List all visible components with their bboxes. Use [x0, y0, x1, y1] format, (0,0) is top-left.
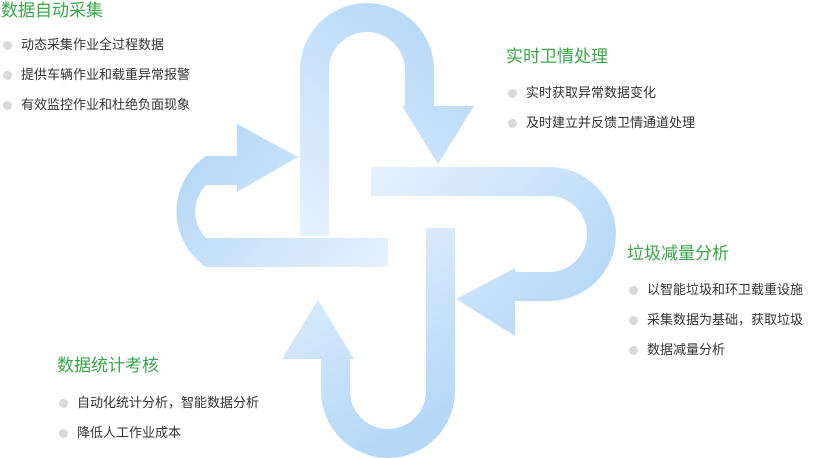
- top-loop-arrow: [300, 3, 474, 236]
- list-item: 提供车辆作业和载重异常报警: [3, 68, 190, 98]
- bullet-dot-icon: [508, 89, 517, 98]
- bullet-dot-icon: [629, 316, 638, 325]
- list-item: 动态采集作业全过程数据: [3, 38, 190, 68]
- list-item: 及时建立并反馈卫情通道处理: [508, 116, 695, 146]
- list-item: 自动化统计分析，智能数据分析: [59, 396, 259, 426]
- list-item: 降低人工作业成本: [59, 426, 259, 456]
- right-loop-arrow: [371, 167, 616, 336]
- section-title: 数据自动采集: [1, 1, 103, 21]
- bullet-dot-icon: [3, 71, 12, 80]
- bottom-loop-arrow: [282, 228, 455, 458]
- left-loop-arrow: [176, 124, 388, 267]
- list-item: 以智能垃圾和环卫载重设施: [629, 283, 803, 313]
- bullet-dot-icon: [59, 429, 68, 438]
- list-item: 实时获取异常数据变化: [508, 86, 695, 116]
- list-item: 数据减量分析: [629, 343, 803, 373]
- bullet-dot-icon: [508, 119, 517, 128]
- bullet-dot-icon: [629, 286, 638, 295]
- list-item: 有效监控作业和杜绝负面现象: [3, 98, 190, 128]
- feature-list: 实时获取异常数据变化 及时建立并反馈卫情通道处理: [508, 86, 695, 146]
- bullet-dot-icon: [3, 101, 12, 110]
- bullet-dot-icon: [629, 346, 638, 355]
- section-title: 实时卫情处理: [506, 47, 608, 67]
- bullet-dot-icon: [3, 41, 12, 50]
- section-title: 垃圾减量分析: [627, 244, 729, 264]
- list-item: 采集数据为基础，获取垃圾: [629, 313, 803, 343]
- feature-list: 以智能垃圾和环卫载重设施 采集数据为基础，获取垃圾 数据减量分析: [629, 283, 803, 373]
- bullet-dot-icon: [59, 399, 68, 408]
- section-title: 数据统计考核: [57, 356, 159, 376]
- feature-list: 自动化统计分析，智能数据分析 降低人工作业成本: [59, 396, 259, 456]
- feature-list: 动态采集作业全过程数据 提供车辆作业和载重异常报警 有效监控作业和杜绝负面现象: [3, 38, 190, 128]
